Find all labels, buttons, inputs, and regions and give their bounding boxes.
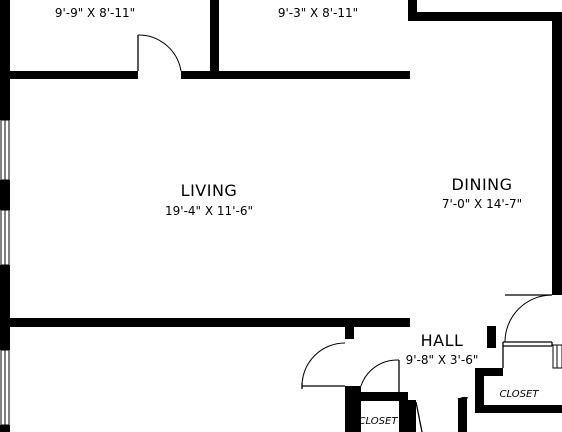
door-upper-left [137,34,182,72]
closet-wall [345,392,400,401]
hall-wall-vertical [345,386,354,432]
closet-wall [407,400,416,432]
upper-rooms-bottom-wall [8,71,138,79]
living-room-dimensions: 19'-4" X 11'-6" [165,204,253,218]
left-exterior-wall-segment [0,0,10,120]
top-right-wall [408,0,417,20]
closet-right-label: CLOSET [500,389,540,400]
closet-bottom-label: CLOSET [359,416,399,427]
doors [137,34,553,432]
dining-room-dimensions: 7'-0" X 14'-7" [442,197,522,211]
partition-wall-vertical [210,0,219,79]
right-closet-wall [475,368,503,376]
living-room-name: LIVING [181,181,238,200]
windows [0,119,562,426]
top-center-room-dimensions: 9'-3" X 8'-11" [278,6,358,20]
left-exterior-wall-segment [0,180,10,210]
right-exterior-wall [552,12,562,295]
door-hall-bottom [415,396,469,432]
top-left-room-dimensions: 9'-9" X 8'-11" [55,6,135,20]
closet-wall [353,386,361,432]
door-hall-left [301,342,346,389]
left-exterior-wall-segment [0,265,10,350]
door-closet-bottom [360,359,400,392]
hall-dimensions: 9'-8" X 3'-6" [406,353,479,367]
wall-stub [345,326,354,339]
upper-rooms-bottom-wall [181,71,410,79]
door-closet-right [502,341,553,368]
dining-room-name: DINING [451,175,512,194]
closet-wall [458,398,467,432]
top-right-wall [408,12,562,21]
right-closet-wall [475,368,484,413]
living-bottom-wall [8,318,410,327]
right-closet-wall [475,405,562,413]
closet-wall [399,392,408,432]
hall-wall-stub [487,326,496,348]
door-dining-hall [504,294,553,343]
hall-name: HALL [421,331,464,350]
left-exterior-wall-segment [0,425,10,432]
